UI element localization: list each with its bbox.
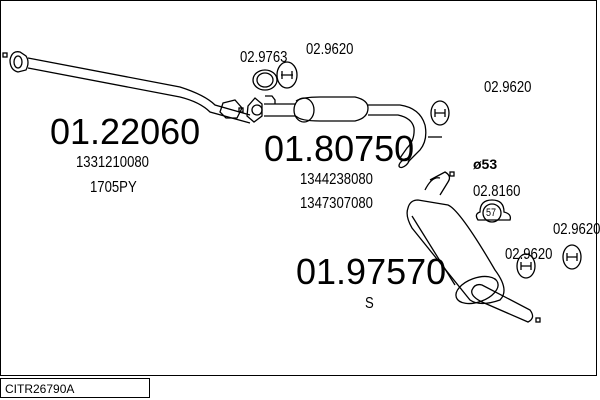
accessory-label: 02.8160 [473,183,521,200]
accessory-label: 02.9620 [484,79,532,96]
diagram-frame [0,0,597,376]
oem-ref: 1347307080 [300,195,373,212]
part-number-middle-silencer: 01.80750 [264,128,415,169]
clamp-size-label: 57 [486,207,497,219]
front-pipe [2,51,251,124]
oem-ref: 1331210080 [76,154,149,171]
oem-ref: S [365,295,374,312]
part-number-rear-silencer: 01.97570 [296,251,447,292]
accessory-label: 02.9763 [240,49,288,66]
accessory-label: 02.9620 [505,246,553,263]
vehicle-code: CITR26790A [0,378,150,398]
accessory-label: 02.9620 [306,41,354,58]
part-number-front-pipe: 01.22060 [50,111,201,152]
hanger-icons [252,61,582,279]
oem-ref: 1705PY [90,179,137,196]
accessory-label: 02.9620 [553,221,600,238]
rear-silencer [406,171,541,323]
oem-ref: 1344238080 [300,171,373,188]
middle-silencer [246,95,442,169]
diameter-label: ø53 [473,156,498,172]
